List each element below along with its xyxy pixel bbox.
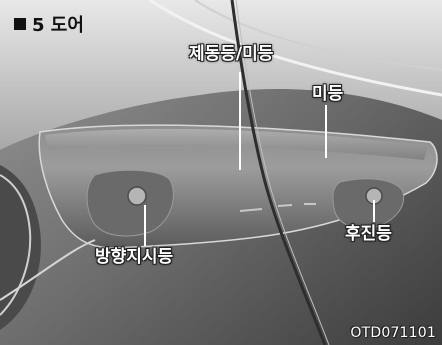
heading-text: 5 도어 (32, 15, 84, 36)
turn-signal-bulb (127, 186, 147, 206)
label-tail-lamp: 미등 (312, 84, 344, 104)
hatch-split-line (230, 0, 327, 345)
reverse-lamp-housing (332, 178, 404, 230)
turn-signal-housing (86, 169, 174, 237)
rear-glass-area (0, 0, 442, 150)
fender-curve (0, 165, 41, 330)
label-turn-signal-lamp: 방향지시등 (95, 247, 174, 267)
label-reverse-lamp: 후진등 (345, 224, 392, 244)
figure-code: OTD071101 (350, 325, 436, 341)
label-tail-brake-lamp: 제동등/미등 (189, 44, 274, 64)
section-heading: 5 도어 (14, 11, 84, 37)
bullet-square-icon (14, 18, 26, 30)
hatch-edge (149, 0, 442, 97)
